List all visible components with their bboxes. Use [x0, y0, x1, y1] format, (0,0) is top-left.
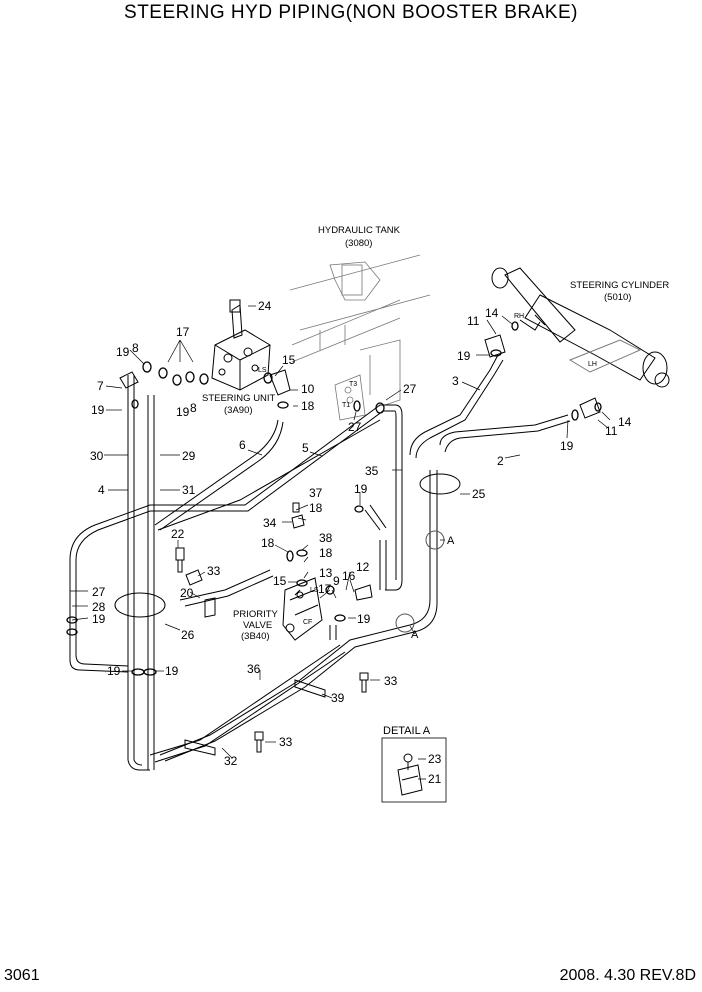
callout-35: 35	[365, 464, 379, 478]
callout-27-tank: 27	[403, 382, 417, 396]
callout-19-mid: 19	[176, 405, 190, 419]
callout-33-top: 33	[207, 564, 221, 578]
callout-24: 24	[258, 299, 272, 313]
marker-a-upper: A	[447, 535, 455, 547]
callout-8-top: 8	[132, 341, 139, 355]
callout-27-left: 27	[92, 585, 106, 599]
callout-8-mid: 8	[190, 401, 197, 415]
page-title: STEERING HYD PIPING(NON BOOSTER BRAKE)	[124, 2, 578, 23]
marker-ls: LS	[258, 367, 267, 374]
callout-19-right: 19	[457, 349, 471, 363]
priority-valve-ref: (3B40)	[241, 631, 270, 642]
callout-19-cyl: 19	[560, 439, 574, 453]
component-labels: HYDRAULIC TANK (3080) STEERING CYLINDER …	[202, 225, 669, 786]
hydraulic-tank-label: HYDRAULIC TANK	[318, 225, 401, 236]
callout-9: 9	[333, 574, 340, 588]
callout-37: 37	[309, 486, 323, 500]
page-number: 3061	[4, 967, 40, 984]
callout-19-left-2: 19	[92, 612, 106, 626]
callout-31: 31	[182, 483, 196, 497]
callout-11-top: 11	[467, 314, 480, 328]
leader-lines	[70, 305, 611, 759]
fittings	[119, 299, 601, 753]
callout-18-valve-right: 18	[319, 546, 333, 560]
callout-32: 32	[224, 754, 238, 768]
detail-a-part-23: 23	[428, 752, 442, 766]
callout-33-bottom: 33	[279, 735, 293, 749]
callout-19-bottom-right: 19	[165, 664, 179, 678]
callout-34: 34	[263, 516, 277, 530]
hose-lines	[69, 354, 571, 771]
callout-15-valve: 15	[273, 574, 287, 588]
callout-28: 28	[92, 600, 106, 614]
o-rings	[66, 321, 602, 676]
callout-18-top: 18	[301, 399, 315, 413]
callout-17-valve: 17	[318, 582, 332, 596]
revision-date: 2008. 4.30 REV.8D	[559, 967, 696, 984]
callout-4: 4	[98, 483, 105, 497]
callout-6: 6	[239, 438, 246, 452]
callout-19-top: 19	[116, 345, 130, 359]
marker-a-lower: A	[411, 629, 419, 641]
callout-11-cyl: 11	[605, 424, 618, 438]
callout-20: 20	[180, 586, 194, 600]
hydraulic-tank-drawing	[289, 254, 431, 421]
callout-19-valve-top: 19	[354, 482, 368, 496]
callout-19-valve-right: 19	[357, 612, 371, 626]
callout-12: 12	[356, 560, 370, 574]
callout-2: 2	[497, 454, 504, 468]
callout-19-bottom-left: 19	[107, 664, 121, 678]
callout-38: 38	[319, 531, 333, 545]
callout-25: 25	[472, 487, 486, 501]
hydraulic-tank-ref: (3080)	[345, 238, 372, 249]
marker-lh: LH	[588, 361, 597, 368]
callout-10: 10	[301, 382, 315, 396]
callout-5: 5	[302, 441, 309, 455]
callout-18-valve-top: 18	[309, 501, 323, 515]
steering-cylinder-ref: (5010)	[604, 292, 631, 303]
callout-36: 36	[247, 662, 261, 676]
callout-39: 39	[331, 691, 345, 705]
steering-cylinder-label: STEERING CYLINDER	[570, 280, 669, 291]
steering-unit-label: STEERING UNIT	[202, 393, 276, 404]
part-callouts: 24 17 19 8 15 7 10 19 19 8 18 6 5 29 30 …	[90, 299, 632, 768]
marker-t3: T3	[349, 381, 357, 388]
callout-33-mid: 33	[384, 674, 398, 688]
callout-13: 13	[319, 566, 333, 580]
detail-a-part-21: 21	[428, 772, 442, 786]
steering-unit-ref: (3A90)	[224, 405, 253, 416]
callout-26: 26	[181, 628, 195, 642]
callout-19-left: 19	[91, 403, 105, 417]
marker-rh: RH	[514, 313, 524, 320]
callout-17-top: 17	[176, 325, 190, 339]
callout-16: 16	[342, 569, 356, 583]
steering-unit-drawing	[211, 304, 271, 391]
steering-cylinder-drawing	[491, 267, 670, 388]
clamps	[114, 473, 461, 756]
callout-7: 7	[97, 379, 104, 393]
callout-14-cyl: 14	[618, 415, 632, 429]
marker-t1: T1	[342, 402, 350, 409]
priority-valve-label-2: VALVE	[243, 620, 272, 631]
callout-14-top: 14	[485, 306, 499, 320]
marker-cf: CF	[303, 619, 312, 626]
callout-27-lower: 27	[348, 420, 362, 434]
callout-3: 3	[452, 374, 459, 388]
detail-a-title: DETAIL A	[383, 725, 431, 737]
priority-valve-drawing	[282, 577, 323, 641]
marker-ls-valve: LS	[310, 587, 319, 594]
priority-valve-label-1: PRIORITY	[233, 609, 279, 620]
callout-18-valve-left: 18	[261, 536, 275, 550]
callout-30: 30	[90, 449, 104, 463]
detail-a-box	[381, 737, 447, 803]
callout-29: 29	[182, 449, 196, 463]
callout-15-top: 15	[282, 353, 296, 367]
callout-22: 22	[171, 527, 185, 541]
